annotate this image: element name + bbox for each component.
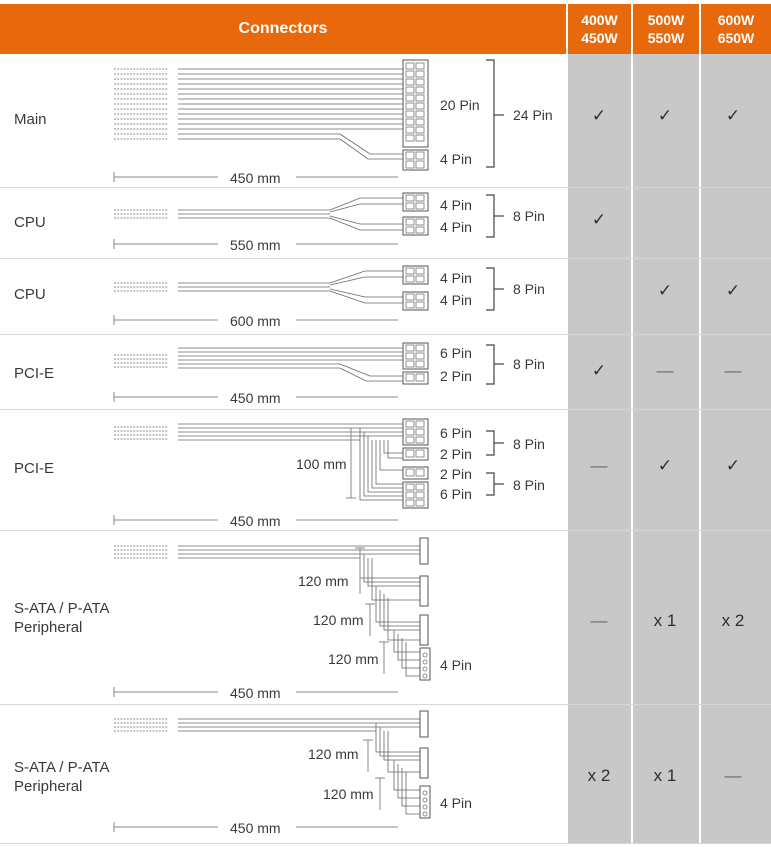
header-col-2-line2: 550W (647, 30, 685, 46)
cpu-600-cable-diagram (113, 265, 504, 325)
row-divider (0, 704, 771, 705)
row-label-cpu-600: CPU (14, 286, 46, 303)
header-connectors: Connectors (0, 4, 566, 54)
header-col-3-line1: 600W (717, 12, 755, 28)
connector-spacing: 120 mm (328, 651, 379, 667)
pin-label: 20 Pin (440, 97, 480, 113)
value-cell: — (590, 456, 608, 475)
value-cell: ✓ (725, 281, 741, 300)
row-label-pcie-dual: PCI-E (14, 460, 55, 477)
value-cell: x 1 (653, 766, 677, 785)
value-cell: ✓ (657, 106, 673, 125)
row-label-line2: Peripheral (14, 778, 83, 795)
header-col-1-line1: 400W (581, 12, 618, 28)
sata-peripheral-3-cable-diagram (113, 537, 431, 697)
wattage-columns-background (566, 54, 771, 843)
value-cell: ✓ (657, 456, 673, 475)
row-label-sata-3: S-ATA / P-ATA Peripheral (14, 599, 110, 637)
value-cell: ✓ (591, 361, 607, 380)
row-divider (0, 530, 771, 531)
row-label-line2: Peripheral (14, 619, 83, 636)
pin-label: 4 Pin (440, 657, 472, 673)
connector-spacing: 100 mm (296, 456, 347, 472)
pin-label: 6 Pin (440, 486, 472, 502)
row-divider (0, 187, 771, 188)
row-label-pcie-single: PCI-E (14, 365, 55, 382)
column-divider (699, 4, 701, 843)
header-col-3-line2: 650W (717, 30, 755, 46)
row-label-line1: S-ATA / P-ATA (14, 600, 110, 617)
pin-label: 4 Pin (440, 219, 472, 235)
pin-group-label: 8 Pin (513, 208, 545, 224)
main-cable-diagram (113, 59, 504, 182)
row-label-sata-2: S-ATA / P-ATA Peripheral (14, 758, 110, 796)
cpu-550-cable-diagram (113, 192, 504, 249)
value-cell: ✓ (725, 456, 741, 475)
pin-label: 4 Pin (440, 292, 472, 308)
row-divider (0, 334, 771, 335)
pin-label: 2 Pin (440, 446, 472, 462)
pin-label: 4 Pin (440, 270, 472, 286)
header-col-2-line1: 500W (647, 12, 685, 28)
value-cell: ✓ (725, 106, 741, 125)
row-label-main: Main (14, 111, 47, 128)
column-divider (566, 4, 568, 843)
connector-spacing: 120 mm (313, 612, 364, 628)
header-col-1-line2: 450W (581, 30, 618, 46)
value-cell: ✓ (591, 210, 607, 229)
pcie-single-cable-diagram (113, 342, 504, 402)
row-divider (0, 843, 771, 844)
row-divider (0, 258, 771, 259)
pin-label: 6 Pin (440, 425, 472, 441)
pcie-dual-cable-diagram (113, 418, 504, 525)
connector-spacing: 120 mm (308, 746, 359, 762)
pin-label: 2 Pin (440, 466, 472, 482)
pin-label: 2 Pin (440, 368, 472, 384)
pin-group-label: 24 Pin (513, 107, 553, 123)
cable-length: 450 mm (230, 170, 281, 186)
connector-spacing: 120 mm (323, 786, 374, 802)
row-label-cpu-550: CPU (14, 214, 46, 231)
value-cell: ✓ (591, 106, 607, 125)
cable-length: 450 mm (230, 390, 281, 406)
value-cell: — (724, 766, 742, 785)
value-cell: ✓ (657, 281, 673, 300)
cable-length: 450 mm (230, 513, 281, 529)
pin-label: 4 Pin (440, 151, 472, 167)
cable-length: 600 mm (230, 313, 281, 329)
header-col-500-550w: 500W 550W (633, 4, 699, 54)
value-cell: — (656, 361, 674, 380)
value-cell: — (590, 611, 608, 630)
cable-length: 550 mm (230, 237, 281, 253)
column-divider (631, 4, 633, 843)
value-cell: — (724, 361, 742, 380)
pin-label: 4 Pin (440, 795, 472, 811)
row-divider (0, 409, 771, 410)
value-cell: x 2 (721, 611, 745, 630)
sata-peripheral-2-cable-diagram (113, 710, 431, 832)
pin-label: 6 Pin (440, 345, 472, 361)
pin-group-label: 8 Pin (513, 477, 545, 493)
header-col-600-650w: 600W 650W (701, 4, 771, 54)
pin-group-label: 8 Pin (513, 281, 545, 297)
cable-length: 450 mm (230, 820, 281, 836)
header-col-400-450w: 400W 450W (568, 4, 631, 54)
cable-length: 450 mm (230, 685, 281, 701)
pin-label: 4 Pin (440, 197, 472, 213)
pin-group-label: 8 Pin (513, 436, 545, 452)
pin-group-label: 8 Pin (513, 356, 545, 372)
row-label-line1: S-ATA / P-ATA (14, 759, 110, 776)
value-cell: x 2 (587, 766, 611, 785)
value-cell: x 1 (653, 611, 677, 630)
connector-spacing: 120 mm (298, 573, 349, 589)
